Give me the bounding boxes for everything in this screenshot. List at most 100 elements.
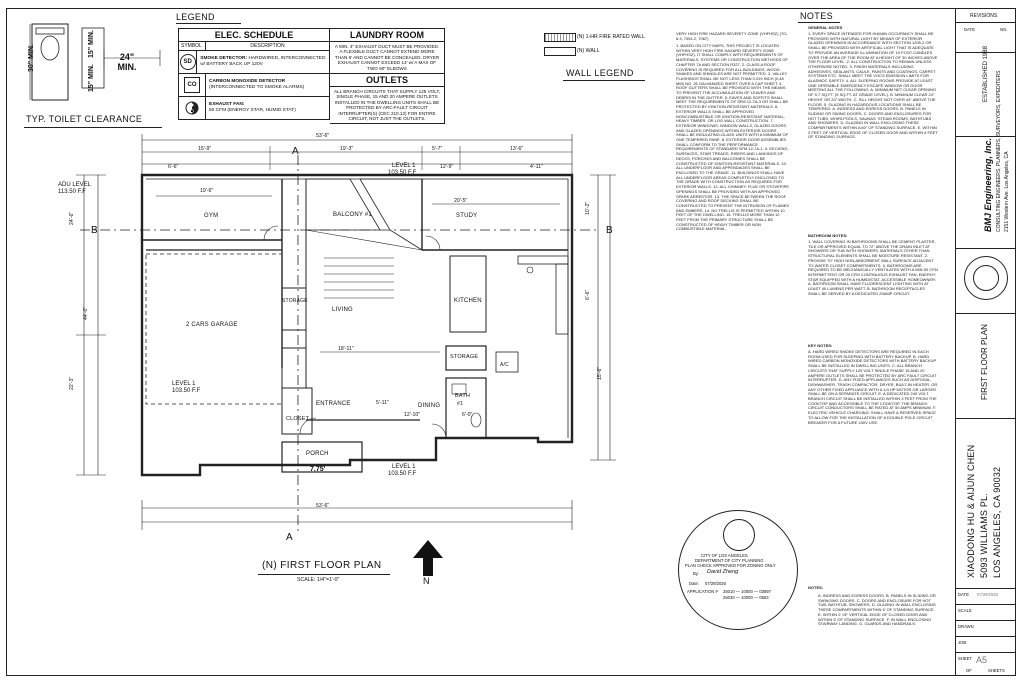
notes-column-4: A. HARD WIRED SMOKE DETECTORS ARE REQUIR… (808, 350, 938, 425)
level1-name-bottom: LEVEL 1 (392, 464, 416, 470)
stamp-line-3: PLAN CHECK APPROVED FOR ZONING ONLY (685, 563, 776, 568)
notes-title: NOTES (800, 11, 834, 21)
overall-dim-top: 53'-6" (316, 133, 330, 139)
general-notes-title: GENERAL NOTES (808, 25, 843, 30)
notes-title-underline (798, 22, 840, 23)
tb-sheet-label: SHEET (958, 656, 972, 661)
tb-divider-9 (956, 620, 1016, 621)
left-dim-2: 22'-3" (69, 376, 75, 390)
tb-drawn-label: DRAWN (958, 624, 974, 629)
wall-legend-title: WALL LEGEND (566, 68, 634, 78)
left-dim-3: 44'-0" (83, 306, 89, 320)
inner-dim-7: 6'-0" (462, 412, 473, 418)
notes-column-3: 1. WALL COVERING IN BATHROOMS SHALL BE C… (808, 240, 938, 296)
left-dim-1: 24'-6" (69, 211, 75, 225)
revisions-date-header: DATE (964, 27, 975, 32)
plan-title: (N) FIRST FLOOR PLAN (262, 560, 382, 571)
stamp-date-value: 07/29/2026 (705, 581, 726, 586)
level1-value-left: 103.50 F.F (172, 388, 201, 394)
north-label: N (423, 576, 430, 586)
plan-title-underline (258, 574, 390, 575)
dim-top-3: 5'-7" (432, 146, 443, 152)
project-address-1: 5093 WILLIAMS PL. (979, 493, 989, 578)
room-kitchen: KITCHEN (454, 298, 482, 304)
overall-dim-bottom: 53'-6" (316, 503, 330, 509)
co-detector-desc: (INTERCONNECTED TO SMOKE ALARMS) (209, 85, 305, 90)
tb-date-value: 07/29/2026 (977, 592, 998, 597)
section-a-bottom: A (286, 532, 293, 543)
tb-date-label: DATE (958, 592, 969, 597)
room-porch: PORCH (306, 451, 329, 457)
symbol-col-header: SYMBOL (179, 42, 206, 50)
exhaust-fan-icon (185, 101, 199, 115)
laundry-text: A MIN. 4" EXHAUST DUCT MUST BE PROVIDED.… (334, 44, 440, 71)
dim-top2-3: 4'-11" (530, 164, 543, 170)
outlets-text: ALL BRANCH CIRCUITS THAT SUPPLY 125 VOLT… (333, 89, 441, 122)
section-a-top: A (292, 146, 299, 157)
right-dim-3: 15'-6" (597, 366, 603, 380)
stamp-app-value-2: 25030 — 10000 — 0563 (723, 595, 769, 600)
tb-divider-2 (956, 52, 1016, 53)
inner-dim-3: 20'-5" (454, 198, 468, 204)
toilet-dim-24: 24" MIN. (117, 52, 137, 72)
laundry-outlets-box: LAUNDRY ROOM A MIN. 4" EXHAUST DUCT MUST… (330, 28, 445, 125)
toilet-dim-15b: 15" MIN. (88, 64, 95, 92)
schedule-row-fan: EXHAUST FAN:50 CFM (ENERGY STAR, HUMID S… (179, 97, 329, 119)
room-living: LIVING (332, 307, 353, 313)
adu-level-name: ADU LEVEL (58, 182, 92, 188)
inner-dim-5: 5'-11" (376, 400, 389, 406)
notes-column-5: A. INGRESS AND EGRESS DOORS. B. PANELS I… (818, 594, 936, 627)
stamp-app-label: APPLICATION # (687, 589, 718, 594)
stamp-line-1: CITY OF LOS ANGELES (701, 553, 748, 558)
level1-value-top: 103.50 F.F (388, 170, 417, 176)
adu-level-value: 113.50 F.F (58, 189, 86, 195)
room-closet: CLOSET (286, 416, 310, 422)
toilet-title-underline (24, 127, 162, 128)
firm-description: CONSULTING ENGINEERS, PLANNERS, SURVEYOR… (996, 70, 1002, 232)
dim-top-4: 13'-6" (510, 146, 524, 152)
firm-established: ESTABLISHED 1988 (983, 46, 989, 102)
notes2-title: NOTES: (808, 585, 824, 590)
city-approval-stamp: CITY OF LOS ANGELES DEPARTMENT OF CITY P… (678, 510, 798, 630)
key-notes-title: KEY NOTES: (808, 343, 833, 348)
stamp-line-2: DEPARTMENT OF CITY PLANNING (695, 558, 764, 563)
toilet-clearance-diagram (29, 23, 161, 101)
room-ac: A/C (500, 362, 509, 368)
section-b-left: B (91, 225, 98, 236)
floor-plan-drawing (76, 134, 616, 535)
fire-rated-wall-swatch (544, 33, 576, 42)
dim-top2-2: 12'-9" (440, 164, 454, 170)
room-storage-2: STORAGE (450, 354, 479, 360)
stamp-by-label: By: (693, 571, 700, 576)
client-name: XIAODONG HU & AIJUN CHEN (966, 444, 976, 578)
bathroom-notes-title: BATHROOM NOTES: (808, 233, 848, 238)
title-block: REVISIONS DATE NO. (955, 8, 1016, 676)
fire-zone-heading: VERY HIGH FIRE HAZARD SEVERITY ZONE (VHF… (676, 31, 788, 41)
new-wall-label: (N) WALL (577, 48, 600, 54)
toilet-dim-30: 30" MIN. (28, 44, 35, 72)
tb-divider-5 (956, 313, 1016, 314)
engineer-seal-icon (964, 256, 1008, 300)
dim-top-1: 15'-9" (198, 146, 212, 152)
legend-underline (176, 23, 241, 24)
tb-divider-6 (956, 418, 1016, 419)
tb-of-label: OF (966, 668, 972, 673)
schedule-row-smoke: SD SMOKE DETECTOR: HARDWIRED, INTERCONNE… (179, 51, 329, 74)
inner-dim-porch: 7.75' (310, 466, 326, 473)
co-detector-label: CARBON MONOXIDE DETECTOR (209, 79, 286, 85)
room-entrance: ENTRANCE (316, 401, 351, 407)
toilet-clearance-title: TYP. TOILET CLEARANCE (26, 114, 143, 124)
exhaust-fan-label: EXHAUST FAN: (209, 102, 245, 108)
room-balcony: BALCONY #1 (333, 212, 372, 218)
right-dim-2: 6'-6" (585, 289, 591, 300)
smoke-detector-symbol: SD (179, 54, 196, 70)
right-dim-1: 10'-2" (585, 201, 591, 215)
inner-dim-4: 12'-10" (404, 412, 421, 418)
firm-name: BMJ Engineering, Inc. (983, 137, 993, 232)
dim-top2-1: 6'-6" (168, 164, 179, 170)
elec-schedule-table: ELEC. SCHEDULE SYMBOL DESCRIPTION SD SMO… (178, 28, 330, 120)
toilet-dim-15a: 15" MIN. (88, 30, 95, 58)
room-gym: GYM (204, 213, 219, 219)
inner-dim-1: 19'-6" (200, 188, 214, 194)
